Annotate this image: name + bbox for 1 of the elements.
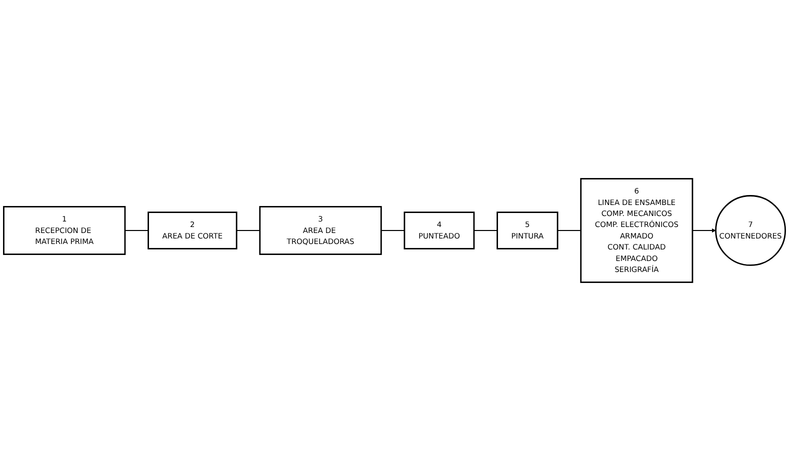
arrow: [692, 228, 716, 232]
